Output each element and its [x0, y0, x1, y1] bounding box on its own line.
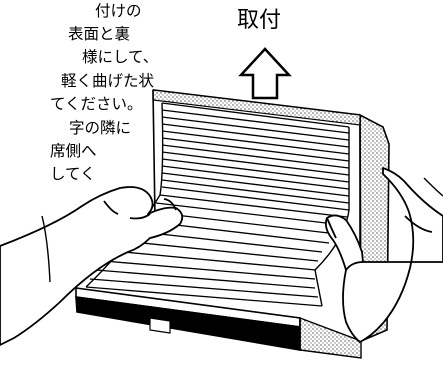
instruction-text: 付けの 表面と裏 様にして、 軽く曲げた状 てください。 字の隣に 席側へ して… [0, 0, 200, 240]
filter-bottom-frame [75, 287, 362, 359]
instruction-line-6: 字の隣に [69, 119, 132, 137]
right-sleeve-line [423, 177, 443, 197]
instruction-line-1: 付けの [95, 2, 142, 20]
install-label: 取付 [237, 8, 282, 33]
left-hand [0, 186, 184, 346]
right-hand [324, 167, 443, 343]
instruction-line-8: してく [50, 165, 96, 183]
filter-pleats [85, 102, 350, 307]
filter-top-frame [152, 89, 361, 219]
instruction-line-4: 軽く曲げた状 [61, 72, 155, 90]
instruction-line-3: 様にして、 [82, 48, 159, 66]
instruction-line-5: てください。 [50, 95, 143, 113]
instruction-line-2: 表面と裏 [68, 25, 131, 43]
up-arrow-icon [238, 47, 292, 100]
instruction-line-7: 席側へ [50, 142, 97, 160]
left-sleeve-line [41, 215, 51, 283]
